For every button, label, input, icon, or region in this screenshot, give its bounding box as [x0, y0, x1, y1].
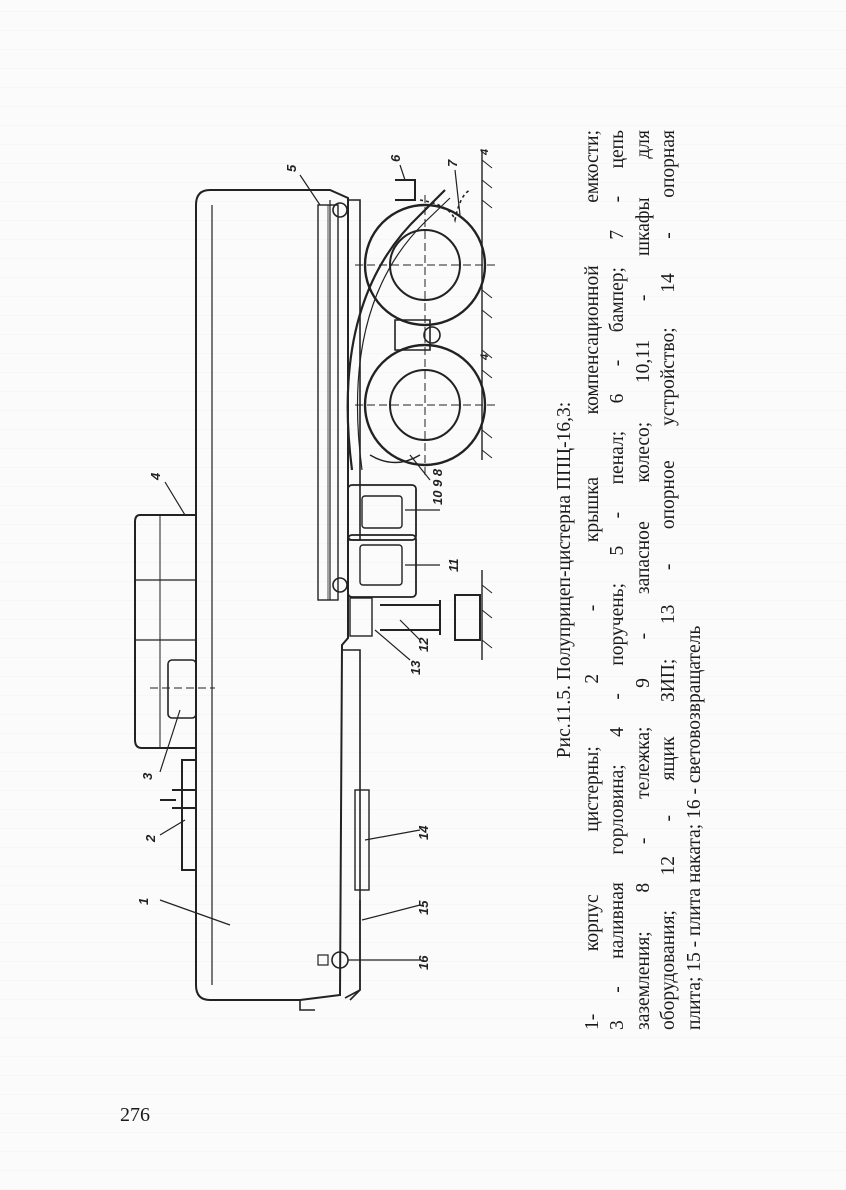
page-number: 276 [120, 1104, 150, 1126]
ramp-plate [349, 900, 361, 1001]
callout-11: 11 [446, 559, 461, 573]
bogie [394, 319, 431, 351]
caption-line: плита; 15 - плита наката; 16 - световозв… [683, 625, 705, 1030]
callout-8-9-10: 10 9 8 [430, 468, 445, 505]
callout-3: 3 [140, 772, 155, 780]
ground-lines [481, 150, 493, 660]
callout-12: 12 [416, 637, 431, 652]
figure-caption: Рис.11.5. Полуприцеп-цистерна ППЦ-16,3: … [552, 130, 707, 1030]
callout-ground-b: 4 [479, 149, 491, 156]
compensation-tank-lid [160, 759, 196, 871]
callout-13: 13 [408, 660, 423, 675]
handrail [134, 514, 196, 749]
caption-line: оборудования; 12 - ящик ЗИП; 13 - опорно… [658, 130, 679, 1030]
rear-wheel [363, 203, 487, 327]
bumper [395, 179, 416, 201]
caption-title: Рис.11.5. Полуприцеп-цистерна ППЦ-16,3: [554, 401, 575, 759]
callout-7: 7 [445, 159, 460, 167]
front-wheel [363, 343, 487, 467]
equipment-cabinet-10 [347, 484, 417, 541]
callout-2: 2 [143, 834, 158, 843]
spare-parts-box [349, 597, 373, 637]
callout-15: 15 [416, 900, 431, 915]
caption-line: 3 - наливная горловина; 4 - поручень; 5 … [607, 130, 628, 1030]
support-leg [380, 594, 481, 641]
caption-line: заземления; 8 - тележка; 9 - запасное ко… [632, 130, 654, 1030]
callout-14: 14 [416, 825, 431, 840]
callout-ground-a: 4 [479, 354, 491, 361]
grounding-chain [419, 189, 471, 224]
tank-body [195, 189, 349, 1001]
callout-5: 5 [284, 164, 299, 172]
caption-line: 1- корпус цистерны; 2 - крышка компенсац… [581, 130, 603, 1030]
callout-16: 16 [416, 955, 431, 970]
filling-neck [167, 659, 197, 719]
callout-1: 1 [136, 898, 151, 905]
support-plate [354, 789, 370, 891]
callout-6: 6 [388, 154, 403, 162]
equipment-cabinet-11 [347, 534, 417, 598]
callout-4: 4 [148, 472, 163, 481]
